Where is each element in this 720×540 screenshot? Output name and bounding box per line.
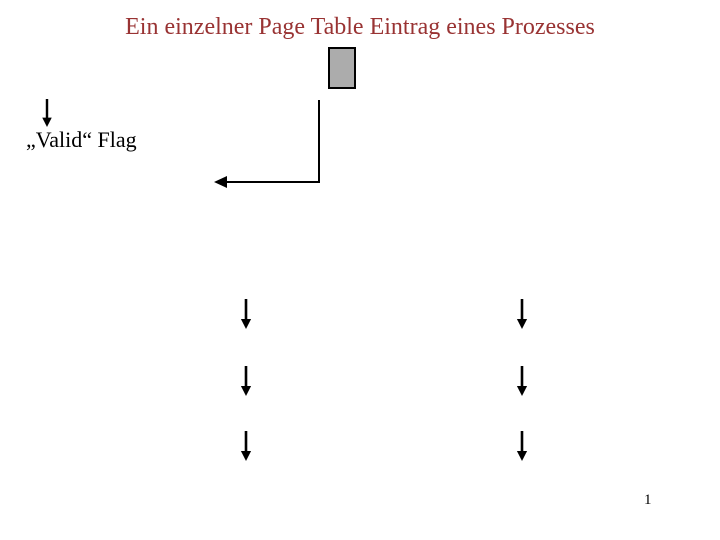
valid-flag-label: „Valid“ Flag (26, 127, 137, 152)
page-number: 1 (644, 492, 652, 508)
down-arrow-icon (240, 366, 252, 396)
down-arrow-icon (240, 299, 252, 329)
down-arrow-icon (516, 366, 528, 396)
slide-title: Ein einzelner Page Table Eintrag eines P… (125, 14, 595, 40)
valid-flag-down-arrow-icon (41, 99, 53, 127)
page-table-entry-box (328, 47, 356, 89)
down-arrow-icon (516, 299, 528, 329)
down-arrow-icon (240, 431, 252, 461)
elbow-connector-left-arrow-icon (214, 100, 320, 188)
down-arrow-icon (516, 431, 528, 461)
